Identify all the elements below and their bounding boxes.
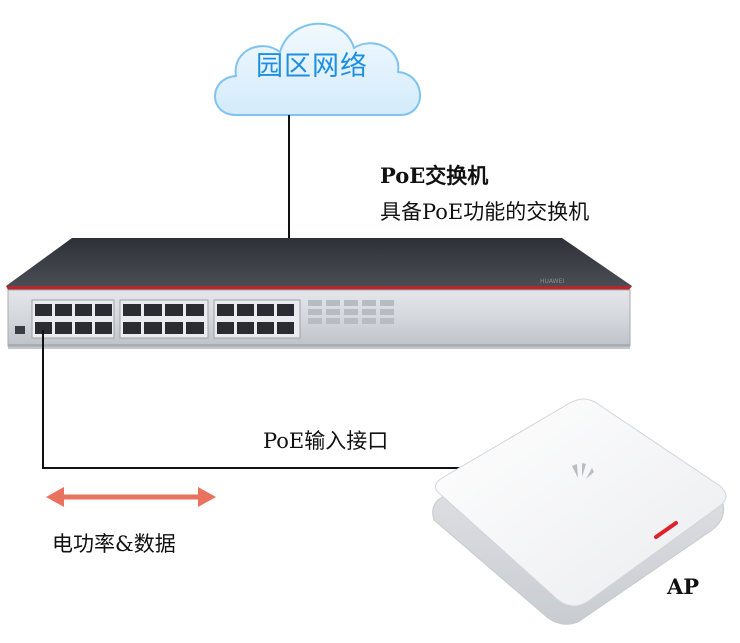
svg-text:HUAWEI: HUAWEI [540,278,564,285]
switch-description: 具备PoE功能的交换机 [380,200,590,224]
poe-link-line [42,330,462,469]
switch-console-port [15,326,25,334]
poe-input-port-label: PoE输入接口 [263,429,389,453]
power-data-label: 电功率&数据 [52,532,176,556]
campus-network-cloud [214,22,421,116]
switch-port-block-2 [119,299,209,339]
switch-indicator-panel [308,300,394,324]
switch-port-block-1 [31,299,115,339]
switch-port-block-3 [213,299,301,339]
huawei-logo-icon [572,463,594,479]
cloud-label: 园区网络 [256,51,368,82]
poe-switch: HUAWEI [6,238,632,349]
access-point [432,398,727,625]
switch-title: PoE交换机 [380,163,489,188]
ap-label: AP [667,574,700,599]
power-data-arrow [46,487,216,507]
